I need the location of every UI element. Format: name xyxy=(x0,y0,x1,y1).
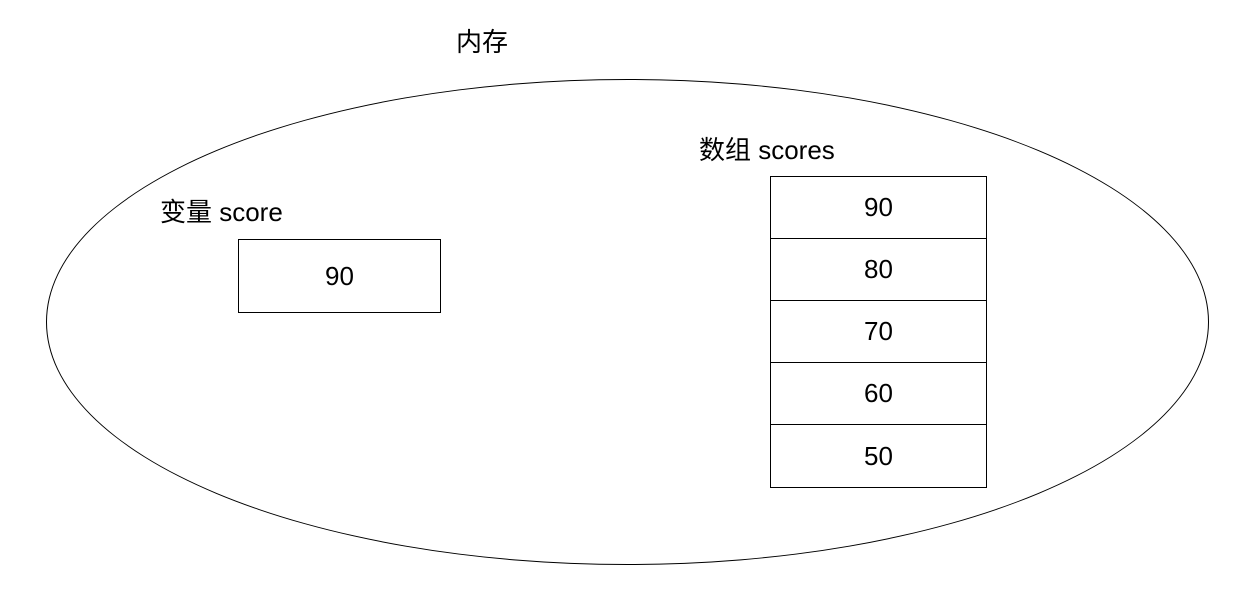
variable-box: 90 xyxy=(238,239,441,313)
variable-label: 变量 score xyxy=(160,197,283,227)
array-label: 数组 scores xyxy=(699,135,835,165)
variable-value: 90 xyxy=(325,260,354,291)
array-box: 90 80 70 60 50 xyxy=(770,176,987,488)
array-cell: 90 xyxy=(771,177,986,239)
array-cell: 50 xyxy=(864,440,893,471)
array-cell: 80 xyxy=(771,239,986,301)
memory-ellipse xyxy=(46,79,1209,565)
array-cell: 70 xyxy=(771,301,986,363)
memory-title: 内存 xyxy=(456,27,509,57)
array-cell: 60 xyxy=(771,363,986,425)
